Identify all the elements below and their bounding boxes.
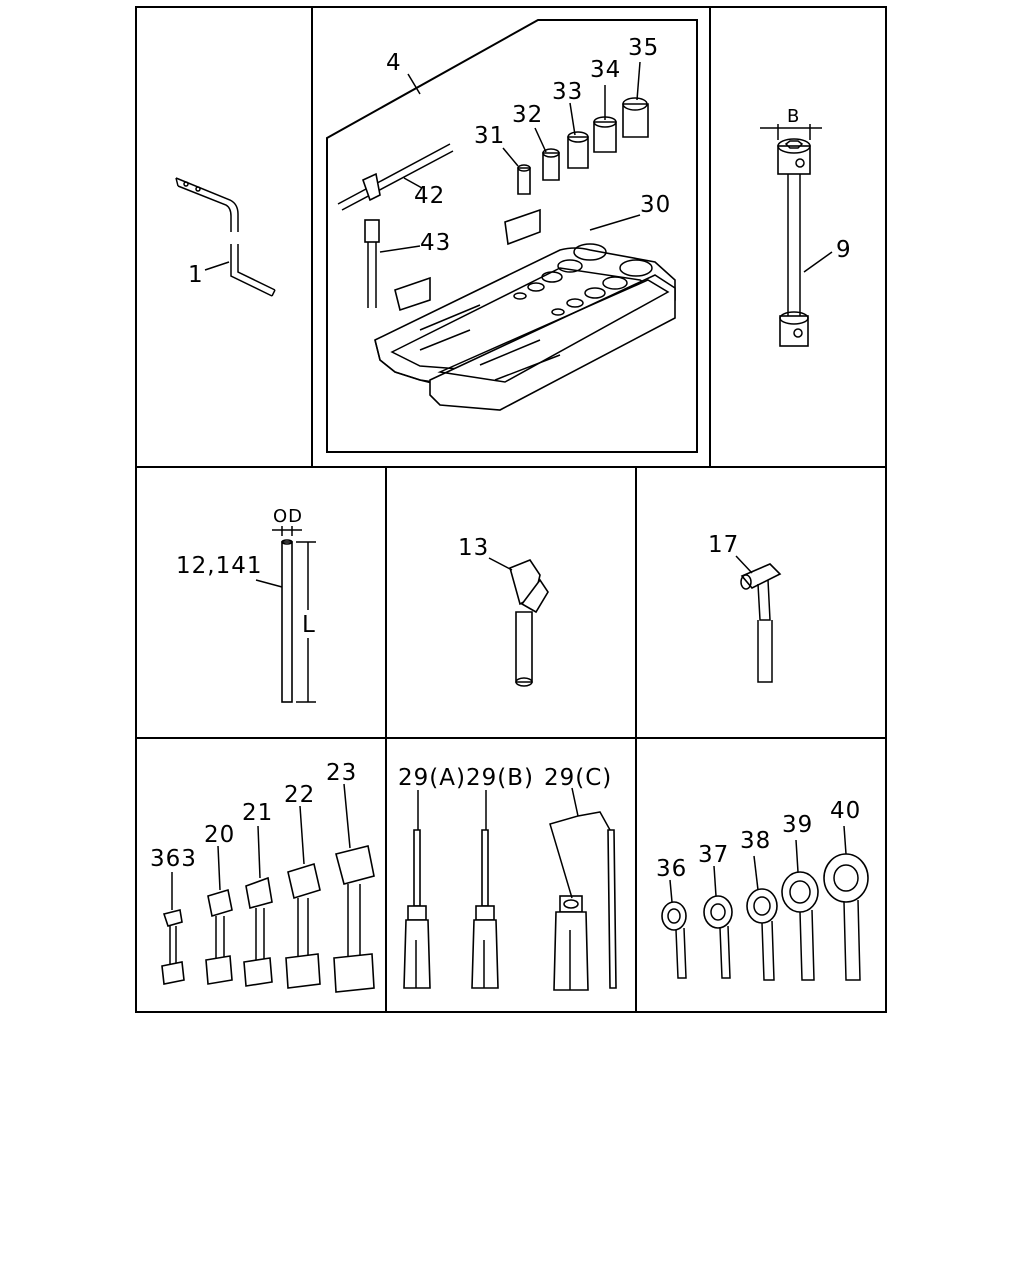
label-part-40: 40 (830, 798, 861, 824)
label-part-39: 39 (782, 812, 813, 838)
label-part-32: 32 (512, 102, 543, 128)
label-part-29b: 29(B) (466, 765, 534, 791)
label-part-43: 43 (420, 230, 451, 256)
extension-bar-part-43 (364, 219, 421, 308)
ring-spanner-part-36 (661, 879, 687, 979)
crank-handle-part-1 (175, 177, 276, 297)
label-part-1: 1 (188, 262, 204, 288)
label-part-35: 35 (628, 35, 659, 61)
label-part-21: 21 (242, 800, 273, 826)
label-part-4: 4 (386, 50, 402, 76)
box-wrench-part-9 (760, 124, 833, 347)
label-part-13: 13 (458, 535, 489, 561)
open-end-wrench-part-20 (205, 845, 233, 985)
diagram-frame (135, 6, 887, 1013)
label-part-9: 9 (836, 237, 852, 263)
label-part-29a: 29(A) (398, 765, 466, 791)
label-part-17: 17 (708, 532, 739, 558)
open-end-wrench-part-21 (243, 825, 273, 987)
label-dimension-l: L (302, 612, 316, 638)
label-part-37: 37 (698, 842, 729, 868)
label-dimension-od: OD (273, 506, 303, 527)
label-dimension-b: B (787, 106, 800, 127)
label-part-20: 20 (204, 822, 235, 848)
label-part-22: 22 (284, 782, 315, 808)
label-part-30: 30 (640, 192, 671, 218)
tool-case-part-30 (374, 208, 676, 411)
ring-spanner-part-40 (823, 825, 869, 981)
ring-spanner-part-39 (781, 839, 819, 981)
label-part-29c: 29(C) (544, 765, 612, 791)
ring-spanner-part-37 (703, 865, 733, 979)
label-part-31: 31 (474, 123, 505, 149)
hammer-part-17 (735, 555, 782, 683)
rod-part-12-141 (255, 526, 316, 703)
screwdriver-part-29b (471, 790, 499, 989)
label-part-33: 33 (552, 79, 583, 105)
label-part-363: 363 (150, 846, 197, 872)
ring-spanner-part-38 (746, 855, 778, 981)
label-part-23: 23 (326, 760, 357, 786)
open-end-wrench-part-363 (161, 872, 185, 985)
label-part-36: 36 (656, 856, 687, 882)
sockets-parts-31-35 (502, 61, 649, 231)
label-part-34: 34 (590, 57, 621, 83)
label-part-12-141: 12,141 (176, 553, 262, 579)
label-part-38: 38 (740, 828, 771, 854)
tee-handle-part-42 (337, 143, 454, 211)
label-part-42: 42 (414, 183, 445, 209)
open-end-wrench-part-23 (333, 783, 375, 993)
screwdriver-part-29c (549, 787, 617, 991)
adjustable-wrench-part-13 (488, 557, 549, 687)
screwdriver-part-29a (403, 790, 431, 989)
open-end-wrench-part-22 (285, 805, 321, 989)
